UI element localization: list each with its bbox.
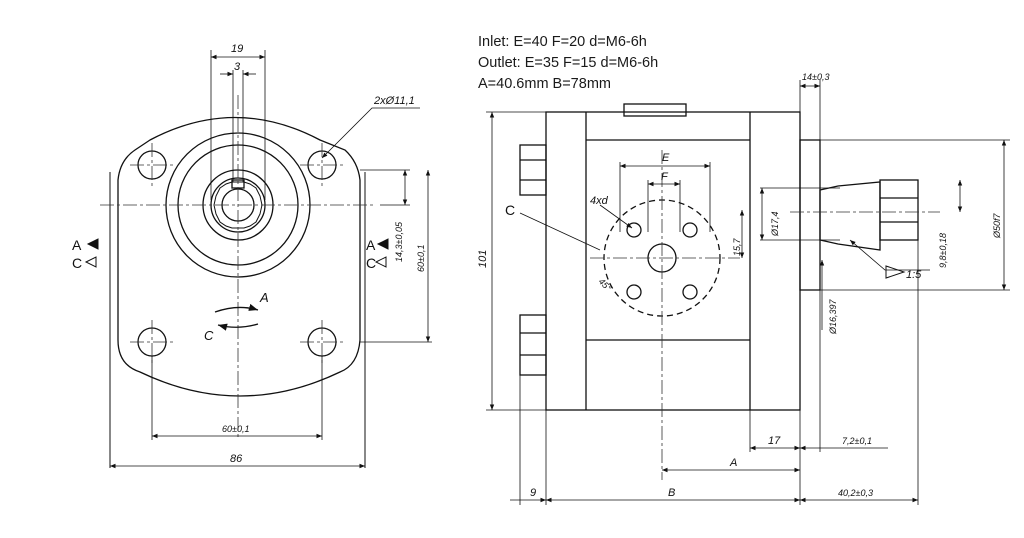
- dim-9-8: 9,8±0,18: [938, 233, 948, 268]
- dim-16-397: Ø16,397: [828, 298, 838, 335]
- dim-9: 9: [530, 487, 536, 499]
- inlet-note: Inlet: E=40 F=20 d=M6-6h: [478, 34, 647, 50]
- dim-4xd: 4xd: [590, 195, 609, 207]
- dim-86: 86: [230, 453, 243, 465]
- dim-f: F: [661, 171, 669, 183]
- dimension-ab-note: A=40.6mm B=78mm: [478, 76, 611, 92]
- dim-15-7: 15,7: [732, 237, 742, 256]
- dim-e: E: [662, 152, 670, 164]
- port-c-right: C: [366, 255, 376, 271]
- label-c-side: C: [505, 202, 515, 218]
- port-c-left: C: [72, 255, 82, 271]
- dim-60-horizontal: 60±0,1: [222, 424, 249, 434]
- rotation-a: A: [259, 290, 269, 305]
- dim-50: Ø50f7: [992, 212, 1002, 239]
- side-view: [519, 103, 919, 411]
- dim-holes: 2xØ11,1: [373, 95, 415, 107]
- dim-14-3: 14,3±0,05: [394, 221, 404, 262]
- front-view: [109, 116, 366, 468]
- dim-14-top: 14±0,3: [802, 72, 829, 82]
- dim-b: B: [668, 487, 675, 499]
- dim-45: 45°: [597, 276, 614, 293]
- dim-17: 17: [768, 435, 781, 447]
- dim-19: 19: [231, 43, 243, 55]
- dim-taper: 1:5: [906, 269, 922, 281]
- dim-60-vertical: 60±0,1: [416, 245, 426, 272]
- port-a-right: A: [366, 237, 376, 253]
- port-a-left: A: [72, 237, 82, 253]
- dim-40-2: 40,2±0,3: [838, 488, 873, 498]
- dim-3: 3: [234, 61, 241, 73]
- rotation-c: C: [204, 328, 214, 343]
- dim-7-2: 7,2±0,1: [842, 436, 872, 446]
- flange-outline: [117, 116, 361, 397]
- outlet-note: Outlet: E=35 F=15 d=M6-6h: [478, 55, 659, 71]
- dim-17-4: Ø17,4: [770, 211, 780, 237]
- dim-a: A: [729, 457, 737, 469]
- dim-101: 101: [477, 250, 489, 268]
